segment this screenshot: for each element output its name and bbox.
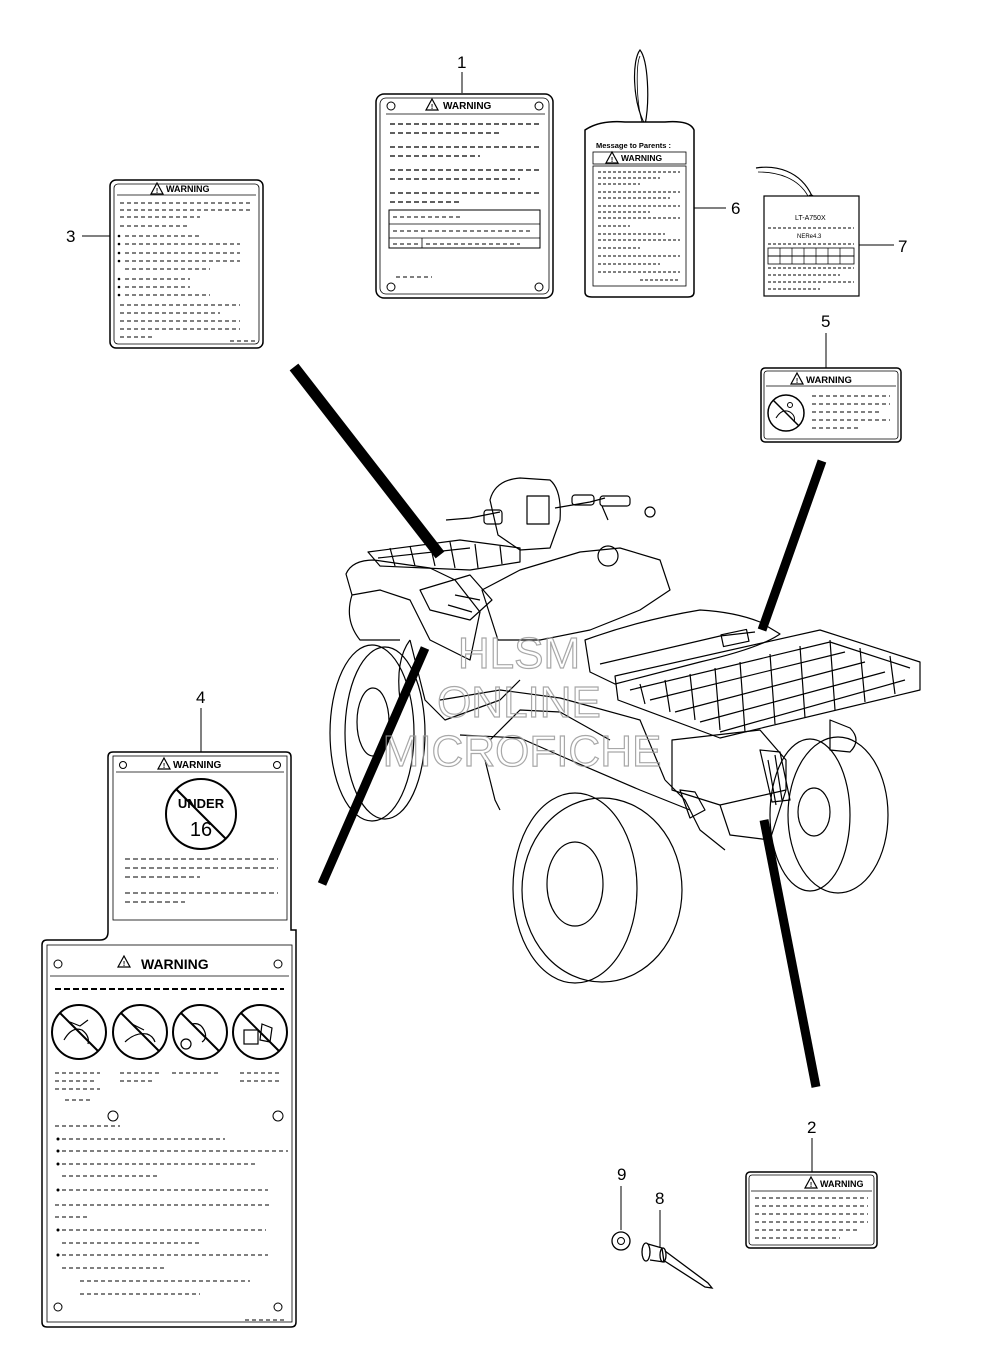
- hang-tag-label-6: Message to Parents : WARNING: [584, 49, 695, 298]
- watermark-line1: HLSM: [458, 629, 580, 678]
- svg-text:9: 9: [617, 1165, 626, 1184]
- callout-9: 9: [617, 1165, 626, 1230]
- svg-text:5: 5: [821, 312, 830, 331]
- callout-3: 3: [66, 227, 110, 246]
- label-1-warning-text: WARNING: [443, 101, 492, 112]
- warning-label-3: WARNING: [109, 179, 264, 349]
- rivet-part-8: [641, 1242, 714, 1289]
- washer-part-9: [611, 1231, 631, 1251]
- parents-title: Message to Parents :: [596, 141, 671, 150]
- watermark-line3: MICROFICHE: [383, 727, 662, 776]
- svg-text:7: 7: [898, 237, 907, 256]
- warning-label-1: WARNING: [375, 93, 554, 299]
- label-3-warning-text: WARNING: [166, 184, 210, 194]
- svg-text:4: 4: [196, 688, 205, 707]
- svg-text:8: 8: [655, 1189, 664, 1208]
- svg-text:1: 1: [457, 53, 466, 72]
- label-2-warning-text: WARNING: [820, 1179, 864, 1189]
- callout-4: 4: [196, 688, 205, 752]
- svg-text:2: 2: [807, 1118, 816, 1137]
- label-6-warning-text: WARNING: [621, 153, 662, 163]
- watermark: HLSM ONLINE MICROFICHE: [382, 628, 662, 776]
- warning-label-2: WARNING: [745, 1171, 878, 1249]
- warning-label-4: WARNING UNDER 16 WARNING: [41, 751, 297, 1328]
- watermark-line2: ONLINE: [437, 678, 601, 727]
- label-4-lower-warning-text: WARNING: [141, 956, 209, 972]
- atv-illustration: [329, 477, 921, 984]
- pointer-bars: [289, 363, 827, 1088]
- label-4-upper-warning-text: WARNING: [173, 760, 222, 771]
- tag-sub-text: NERe4.3: [797, 234, 822, 240]
- under-16-text: 16: [190, 819, 212, 841]
- label-5-warning-text: WARNING: [806, 375, 852, 386]
- callout-2: 2: [807, 1118, 816, 1172]
- callout-7: 7: [859, 237, 907, 256]
- svg-text:6: 6: [731, 199, 740, 218]
- under-text: UNDER: [178, 796, 225, 811]
- warning-label-5: WARNING: [760, 367, 902, 443]
- callout-6: 6: [694, 199, 740, 218]
- tag-model-text: LT-A750X: [795, 215, 826, 222]
- model-tag-label-7: LT-A750X NERe4.3: [755, 166, 860, 297]
- callout-1: 1: [457, 53, 466, 93]
- svg-text:3: 3: [66, 227, 75, 246]
- callout-8: 8: [655, 1189, 664, 1248]
- callout-5: 5: [821, 312, 830, 368]
